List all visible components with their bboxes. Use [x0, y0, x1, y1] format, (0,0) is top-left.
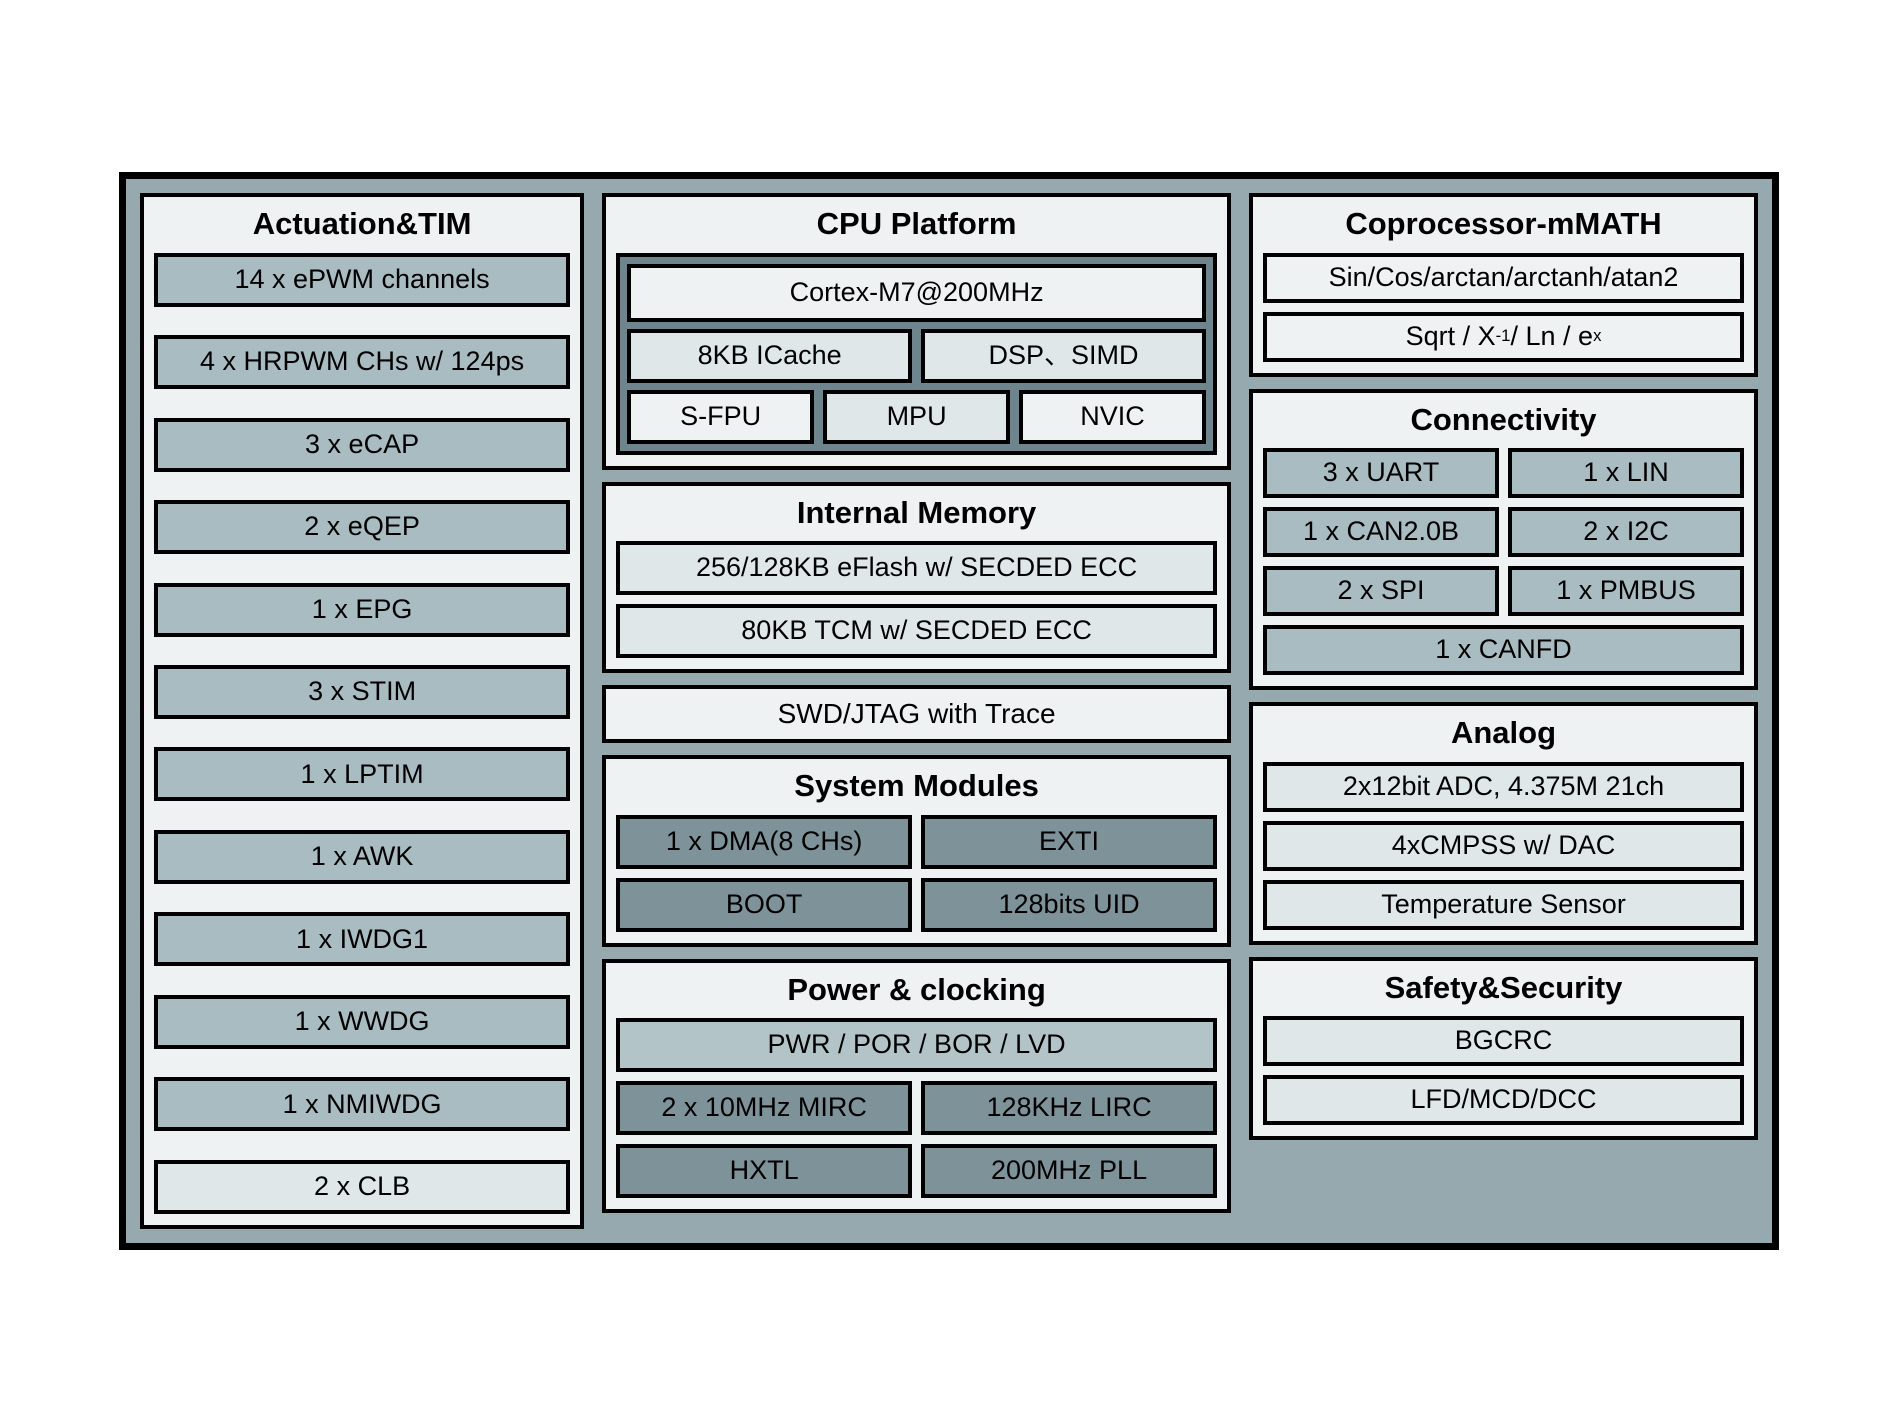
group-power-clocking: Power & clocking PWR / POR / BOR / LVD 2… [602, 958, 1232, 1214]
power-pwr-por-bor-lvd-cell: PWR / POR / BOR / LVD [616, 1018, 1218, 1073]
cpu-icache-cell: 8KB ICache [627, 328, 913, 383]
actuation-item-list: 14 x ePWM channels 4 x HRPWM CHs w/ 124p… [154, 252, 571, 1214]
system-uid-cell: 128bits UID [921, 877, 1218, 932]
group-title-power-clocking: Power & clocking [787, 971, 1046, 1007]
connectivity-row-b: 1 x CAN2.0B 2 x I2C [1263, 507, 1745, 558]
group-title-cpu-platform: CPU Platform [816, 206, 1017, 241]
debug-swd-jtag-bar: SWD/JTAG with Trace [602, 685, 1232, 744]
cpu-core-cell: Cortex-M7@200MHz [627, 263, 1207, 322]
actuation-item-epwm: 14 x ePWM channels [154, 252, 571, 307]
power-pll-cell: 200MHz PLL [921, 1144, 1218, 1199]
analog-adc-cell: 2x12bit ADC, 4.375M 21ch [1263, 761, 1744, 812]
group-title-coprocessor-mmath: Coprocessor-mMATH [1345, 206, 1662, 241]
power-lirc-cell: 128KHz LIRC [921, 1081, 1218, 1136]
analog-cmpss-cell: 4xCMPSS w/ DAC [1263, 820, 1744, 871]
connectivity-pmbus-cell: 1 x PMBUS [1508, 566, 1745, 617]
connectivity-spi-cell: 2 x SPI [1263, 566, 1500, 617]
group-title-connectivity: Connectivity [1410, 401, 1597, 437]
cpu-mpu-cell: MPU [823, 389, 1011, 444]
power-row-b: HXTL 200MHz PLL [616, 1144, 1218, 1199]
cpu-row-a: 8KB ICache DSP、SIMD [627, 328, 1207, 383]
connectivity-can20b-cell: 1 x CAN2.0B [1263, 507, 1500, 558]
actuation-item-stim: 3 x STIM [154, 665, 571, 719]
group-analog: Analog 2x12bit ADC, 4.375M 21ch 4xCMPSS … [1249, 702, 1758, 945]
connectivity-row-a: 3 x UART 1 x LIN [1263, 448, 1745, 499]
group-title-safety-security: Safety&Security [1384, 969, 1623, 1005]
column-right: Coprocessor-mMATH Sin/Cos/arctan/arctanh… [1249, 193, 1758, 1229]
safety-lfd-mcd-dcc-cell: LFD/MCD/DCC [1263, 1075, 1744, 1126]
power-row-a: 2 x 10MHz MIRC 128KHz LIRC [616, 1081, 1218, 1136]
memory-eflash-cell: 256/128KB eFlash w/ SECDED ECC [616, 541, 1218, 596]
actuation-item-lptim: 1 x LPTIM [154, 747, 571, 802]
group-actuation-tim: Actuation&TIM 14 x ePWM channels 4 x HRP… [140, 193, 585, 1229]
coproc-formula-part1: Sqrt / X [1405, 320, 1496, 351]
analog-temp-sensor-cell: Temperature Sensor [1263, 879, 1744, 930]
group-coprocessor-mmath: Coprocessor-mMATH Sin/Cos/arctan/arctanh… [1249, 193, 1758, 377]
group-internal-memory: Internal Memory 256/128KB eFlash w/ SECD… [602, 481, 1232, 674]
group-system-modules: System Modules 1 x DMA(8 CHs) EXTI BOOT … [602, 755, 1232, 947]
power-hxtl-cell: HXTL [616, 1144, 913, 1199]
system-row-b: BOOT 128bits UID [616, 877, 1218, 932]
column-left: Actuation&TIM 14 x ePWM channels 4 x HRP… [140, 193, 585, 1229]
actuation-item-clb: 2 x CLB [154, 1159, 571, 1214]
group-title-analog: Analog [1450, 715, 1557, 751]
cpu-nvic-cell: NVIC [1019, 389, 1206, 444]
group-safety-security: Safety&Security BGCRC LFD/MCD/DCC [1249, 956, 1758, 1141]
connectivity-lin-cell: 1 x LIN [1508, 448, 1745, 499]
column-middle: CPU Platform Cortex-M7@200MHz 8KB ICache… [602, 193, 1232, 1229]
coproc-formula-sup1: -1 [1495, 326, 1511, 346]
group-title-actuation-tim: Actuation&TIM [252, 206, 472, 241]
coproc-formula-part2: / Ln / e [1510, 320, 1594, 351]
connectivity-canfd-cell: 1 x CANFD [1263, 625, 1744, 676]
cpu-sfpu-cell: S-FPU [627, 389, 815, 444]
chip-block-diagram: Actuation&TIM 14 x ePWM channels 4 x HRP… [119, 172, 1779, 1250]
group-title-internal-memory: Internal Memory [796, 494, 1037, 530]
memory-tcm-cell: 80KB TCM w/ SECDED ECC [616, 604, 1218, 659]
system-row-a: 1 x DMA(8 CHs) EXTI [616, 814, 1218, 869]
safety-bgcrc-cell: BGCRC [1263, 1016, 1744, 1067]
connectivity-i2c-cell: 2 x I2C [1508, 507, 1745, 558]
cpu-dsp-simd-cell: DSP、SIMD [921, 328, 1207, 383]
power-mirc-cell: 2 x 10MHz MIRC [616, 1081, 913, 1136]
group-title-system-modules: System Modules [794, 768, 1039, 804]
actuation-item-wwdg: 1 x WWDG [154, 994, 571, 1049]
group-cpu-platform: CPU Platform Cortex-M7@200MHz 8KB ICache… [602, 193, 1232, 470]
actuation-item-hrpwm: 4 x HRPWM CHs w/ 124ps [154, 335, 571, 390]
group-connectivity: Connectivity 3 x UART 1 x LIN 1 x CAN2.0… [1249, 388, 1758, 691]
actuation-item-awk: 1 x AWK [154, 829, 571, 884]
system-boot-cell: BOOT [616, 877, 913, 932]
actuation-item-eqep: 2 x eQEP [154, 500, 571, 555]
system-dma-cell: 1 x DMA(8 CHs) [616, 814, 913, 869]
cpu-inner-wrapper: Cortex-M7@200MHz 8KB ICache DSP、SIMD S-F… [616, 252, 1218, 455]
cpu-row-b: S-FPU MPU NVIC [627, 389, 1206, 444]
coproc-formula-sup2: x [1593, 326, 1602, 346]
actuation-item-iwdg1: 1 x IWDG1 [154, 912, 571, 967]
connectivity-row-c: 2 x SPI 1 x PMBUS [1263, 566, 1745, 617]
connectivity-uart-cell: 3 x UART [1263, 448, 1500, 499]
actuation-item-ecap: 3 x eCAP [154, 417, 571, 472]
actuation-item-epg: 1 x EPG [154, 582, 571, 637]
actuation-item-nmiwdg: 1 x NMIWDG [154, 1077, 571, 1132]
coproc-trig-cell: Sin/Cos/arctan/arctanh/atan2 [1263, 252, 1744, 303]
system-exti-cell: EXTI [921, 814, 1218, 869]
